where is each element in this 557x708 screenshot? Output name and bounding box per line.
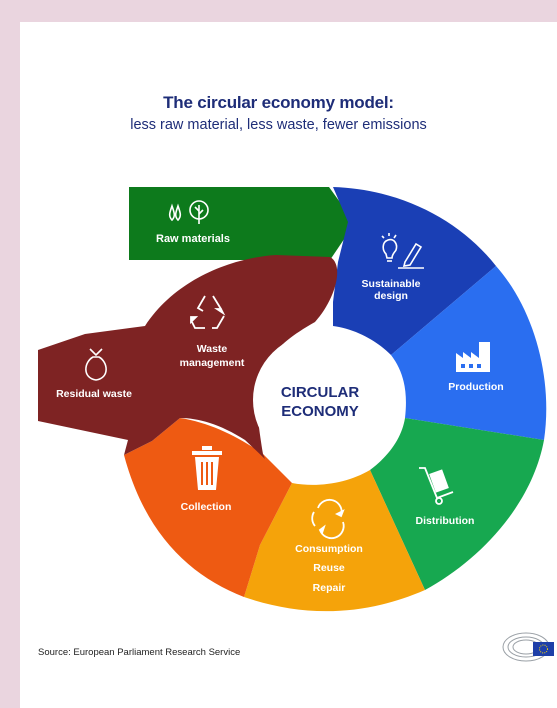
- segment-sustainable-design: [333, 187, 496, 355]
- segment-consumption: [244, 470, 425, 612]
- label-sustainable-design-2: design: [374, 290, 408, 302]
- recycle-icon: [190, 295, 226, 329]
- center-label-line1: CIRCULAR: [281, 384, 359, 401]
- segment-distribution: [370, 418, 544, 590]
- page-title: The circular economy model:: [163, 93, 394, 112]
- leaf-drop-icon: [168, 203, 182, 222]
- top-border: [0, 0, 557, 22]
- label-waste-management-2: management: [180, 357, 245, 369]
- label-waste-management-1: Waste: [197, 343, 228, 355]
- source-note: Source: European Parliament Research Ser…: [38, 647, 241, 658]
- trash-bin-icon: [192, 446, 222, 490]
- segment-production: [391, 266, 547, 440]
- label-sustainable-design-1: Sustainable: [362, 278, 421, 290]
- lightbulb-icon: [381, 233, 398, 262]
- segment-raw-materials: [129, 187, 355, 260]
- page-subtitle: less raw material, less waste, fewer emi…: [130, 117, 427, 133]
- waste-bag-icon: [85, 348, 107, 381]
- label-production: Production: [448, 381, 503, 393]
- label-distribution: Distribution: [416, 515, 475, 527]
- label-reuse: Reuse: [313, 562, 345, 574]
- label-repair: Repair: [313, 582, 346, 594]
- segment-collection: [124, 418, 292, 597]
- label-residual-waste: Residual waste: [56, 388, 132, 400]
- european-parliament-logo: [502, 632, 554, 662]
- factory-icon: [456, 342, 490, 372]
- segment-waste-management: [38, 255, 338, 459]
- label-consumption: Consumption: [295, 543, 363, 555]
- center-label-line2: ECONOMY: [281, 403, 359, 420]
- center-circle: [253, 333, 387, 467]
- hand-truck-icon: [419, 467, 454, 505]
- label-raw-materials: Raw materials: [156, 233, 230, 245]
- label-collection: Collection: [181, 501, 232, 513]
- left-border: [0, 0, 20, 708]
- cycle-arrows-icon: [311, 498, 345, 540]
- pencil-icon: [398, 242, 424, 269]
- tree-icon: [189, 200, 209, 224]
